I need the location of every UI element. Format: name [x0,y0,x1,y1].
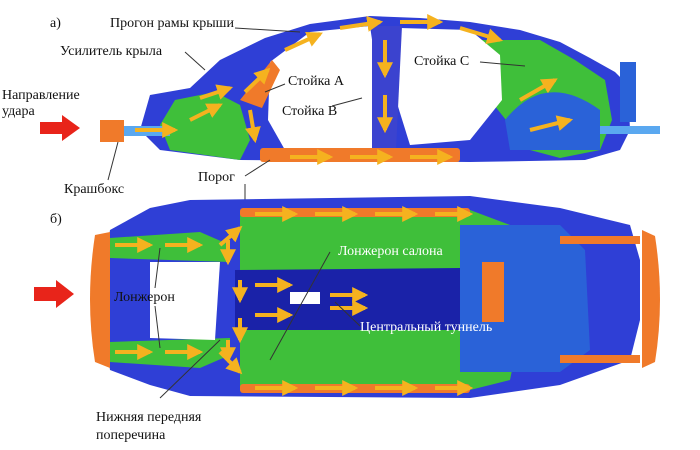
side-crashbox [100,120,124,142]
impact-direction-arrow-b [34,280,74,308]
rear-longeron-lower [560,355,640,363]
label-central-tunnel: Центральный туннель [360,320,493,335]
label-pillar-a: Стойка А [288,74,344,89]
label-cabin-longeron: Лонжерон салона [338,244,443,259]
rear-door-opening [396,28,502,145]
label-crashbox: Крашбокс [64,182,125,197]
side-rear-wheel-arch [505,92,600,150]
bottom-leader-lines [154,247,361,399]
label-lower-cross-line2: поперечина [96,428,166,443]
label-sill: Порог [198,170,235,185]
side-front-wheel-arch [160,92,250,160]
front-door-opening [268,26,378,150]
panel-a-label: а) [50,16,61,31]
label-roof-rail: Прогон рамы крыши [110,16,234,31]
rear-floor-reinforcement [482,262,504,322]
label-impact-direction-line1: Направление [2,88,80,103]
rear-longeron-upper [560,236,640,244]
floor-panel-upper [240,210,520,270]
label-fender-reinforcement: Усилитель крыла [60,44,163,59]
front-bumper-beam [90,232,110,368]
side-rear-bracket [620,62,636,122]
impact-direction-arrow-a [40,115,80,141]
label-pillar-c: Стойка С [414,54,470,69]
panel-b-label: б) [50,212,62,227]
label-pillar-b: Стойка В [282,104,338,119]
label-longeron: Лонжерон [114,290,175,305]
bottom-load-arrows [115,206,474,396]
side-view [40,14,660,205]
side-rear-longeron [600,126,660,134]
side-leader-lines [107,27,526,205]
label-impact-direction-line2: удара [2,104,35,119]
bottom-view [34,196,660,399]
label-lower-cross-line1: Нижняя передняя [96,410,202,425]
floor-panel-lower [240,330,520,390]
rear-floor-panel [460,225,590,372]
front-subframe [150,262,220,340]
side-load-arrows [135,14,574,165]
rear-bumper-beam [642,230,660,368]
